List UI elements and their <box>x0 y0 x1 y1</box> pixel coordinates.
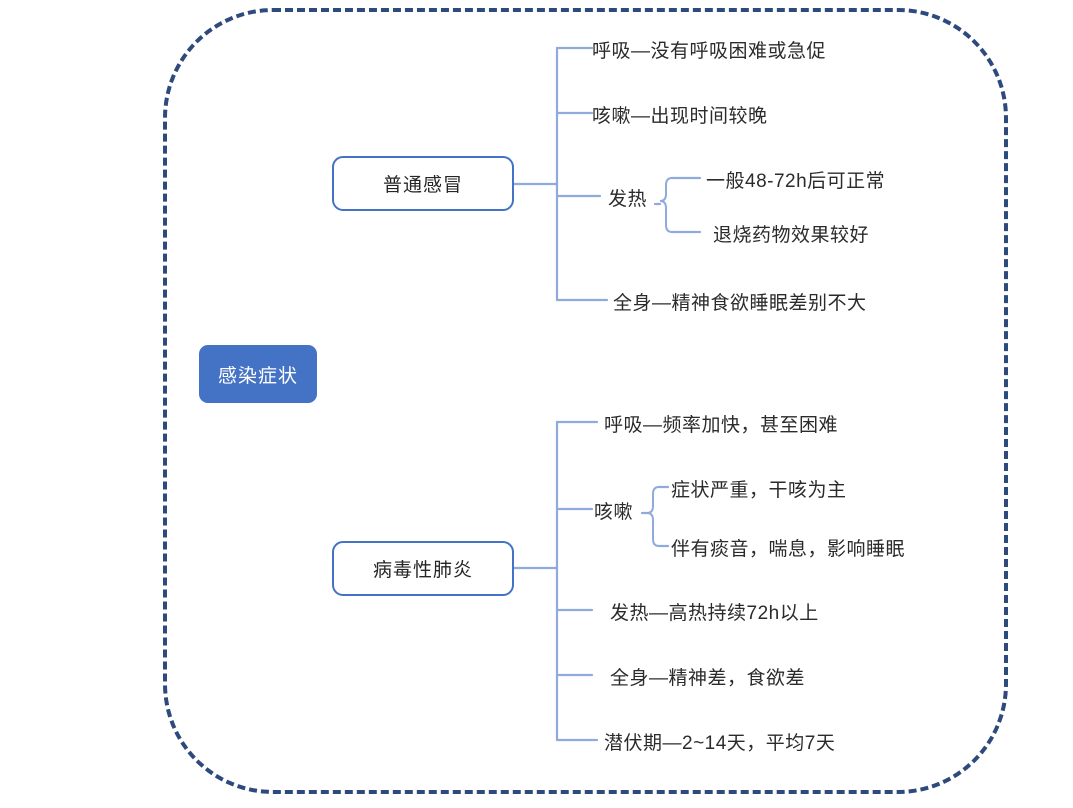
leaf-cold-fever[interactable]: 发热 <box>608 189 648 210</box>
leaf-cold-breathing[interactable]: 呼吸—没有呼吸困难或急促 <box>592 41 827 62</box>
leaf-cold-cough[interactable]: 咳嗽—出现时间较晚 <box>592 106 768 127</box>
leaf-pneu-incubation[interactable]: 潜伏期—2~14天，平均7天 <box>604 733 836 754</box>
branch-node-viral-pneumonia[interactable]: 病毒性肺炎 <box>332 541 514 596</box>
branch-node-label: 普通感冒 <box>382 175 463 196</box>
root-node-infection-symptoms[interactable]: 感染症状 <box>199 345 317 403</box>
leaf-pneu-systemic[interactable]: 全身—精神差，食欲差 <box>610 668 806 689</box>
subleaf-cold-fever-antipyretic[interactable]: 退烧药物效果较好 <box>713 225 870 246</box>
branch-node-label: 病毒性肺炎 <box>372 560 473 581</box>
subleaf-pneu-cough-sputum[interactable]: 伴有痰音，喘息，影响睡眠 <box>671 539 906 560</box>
leaf-pneu-breathing[interactable]: 呼吸—频率加快，甚至困难 <box>604 415 839 436</box>
subleaf-pneu-cough-severe[interactable]: 症状严重，干咳为主 <box>671 480 847 501</box>
subleaf-cold-fever-normalizes[interactable]: 一般48-72h后可正常 <box>706 171 886 192</box>
leaf-cold-systemic[interactable]: 全身—精神食欲睡眠差别不大 <box>613 293 867 314</box>
root-node-label: 感染症状 <box>217 365 298 387</box>
leaf-pneu-fever[interactable]: 发热—高热持续72h以上 <box>610 603 819 624</box>
branch-node-common-cold[interactable]: 普通感冒 <box>332 156 514 211</box>
leaf-pneu-cough[interactable]: 咳嗽 <box>594 502 634 523</box>
